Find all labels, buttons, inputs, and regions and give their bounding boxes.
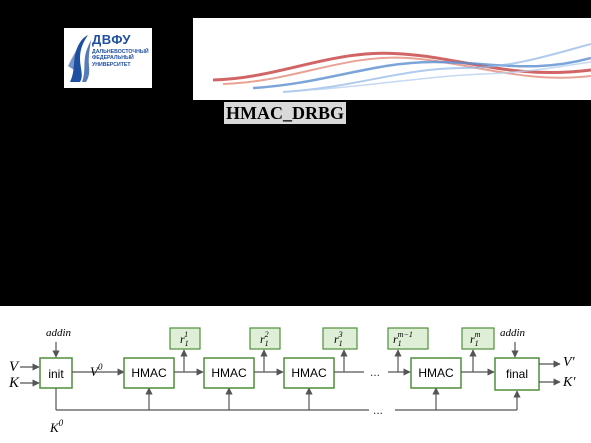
v0-label: V0 bbox=[90, 362, 103, 379]
hmac-drbg-diagram: V K addin init V0 K0 ... HMAC HMAC bbox=[0, 306, 591, 443]
addin-final-label: addin bbox=[500, 327, 526, 339]
svg-text:r13: r13 bbox=[334, 330, 343, 348]
logo-abbreviation: ДВФУ bbox=[92, 32, 132, 47]
hmac-label: HMAC bbox=[291, 366, 327, 380]
addin-init-label: addin bbox=[46, 327, 72, 339]
output-r1-m-minus-1: r1m−1 bbox=[387, 327, 429, 350]
final-box bbox=[494, 357, 540, 391]
wave-decoration-icon bbox=[212, 43, 591, 93]
input-v-label: V bbox=[9, 359, 20, 375]
svg-text:r12: r12 bbox=[260, 330, 269, 348]
ellipsis-bottom: ... bbox=[373, 403, 383, 417]
init-label: init bbox=[48, 367, 64, 381]
svg-text:r11: r11 bbox=[180, 330, 189, 348]
university-emblem-icon bbox=[68, 35, 91, 82]
svg-text:r1m−1: r1m−1 bbox=[393, 330, 413, 348]
k0-label: K0 bbox=[49, 418, 64, 435]
output-r1-3: r13 bbox=[322, 327, 358, 350]
logo-full-name: ДАЛЬНЕВОСТОЧНЫЙ ФЕДЕРАЛЬНЫЙ УНИВЕРСИТЕТ bbox=[92, 49, 152, 68]
output-k-label: K′ bbox=[562, 375, 576, 390]
page-title: HMAC_DRBG bbox=[224, 102, 346, 124]
init-box bbox=[39, 357, 73, 389]
logo-name-line: ФЕДЕРАЛЬНЫЙ bbox=[92, 55, 134, 62]
svg-text:r1m: r1m bbox=[470, 330, 481, 348]
hmac-label: HMAC bbox=[418, 366, 454, 380]
ellipsis-middle: ... bbox=[370, 365, 380, 379]
output-r1-1: r11 bbox=[169, 327, 201, 350]
output-r1-2: r12 bbox=[249, 327, 281, 350]
hmac-label: HMAC bbox=[211, 366, 247, 380]
university-logo: ДВФУ ДАЛЬНЕВОСТОЧНЫЙ ФЕДЕРАЛЬНЫЙ УНИВЕРС… bbox=[64, 28, 152, 88]
final-label: final bbox=[506, 367, 528, 381]
hmac-label: HMAC bbox=[131, 366, 167, 380]
output-v-label: V′ bbox=[563, 355, 576, 370]
diagram-canvas: V K addin init V0 K0 ... HMAC HMAC bbox=[8, 327, 576, 435]
header-banner bbox=[193, 18, 591, 100]
output-r1-m: r1m bbox=[461, 327, 495, 350]
logo-name-line: ДАЛЬНЕВОСТОЧНЫЙ bbox=[92, 49, 149, 55]
logo-name-line: УНИВЕРСИТЕТ bbox=[92, 61, 131, 68]
hmac-box bbox=[410, 357, 462, 389]
hmac-box bbox=[283, 357, 335, 389]
hmac-box bbox=[203, 357, 255, 389]
hmac-box bbox=[123, 357, 175, 389]
input-k-label: K bbox=[8, 375, 20, 391]
